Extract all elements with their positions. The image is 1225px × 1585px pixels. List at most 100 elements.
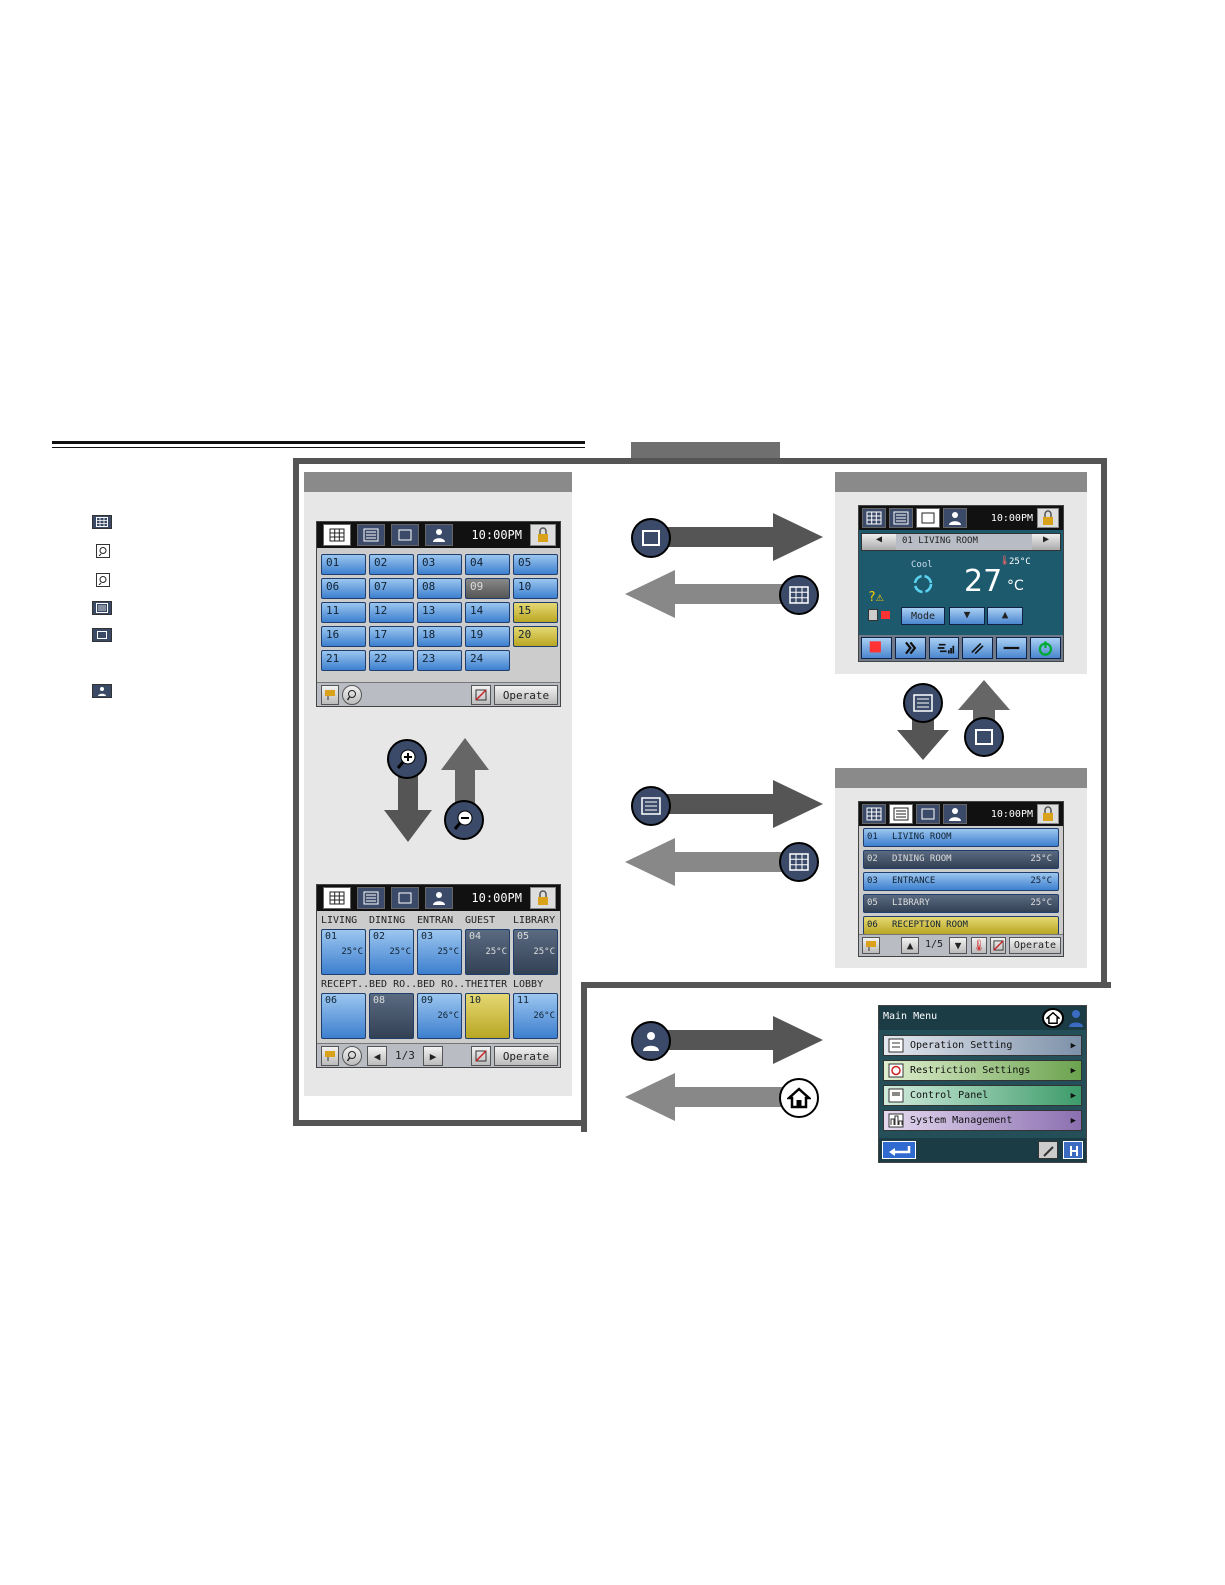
grid-view-tab[interactable] (323, 887, 351, 909)
ventilation-button[interactable] (996, 637, 1028, 659)
menu-tab[interactable] (425, 524, 453, 546)
unit-cell[interactable]: 19 (465, 626, 510, 647)
menu-item-operation-setting[interactable]: Operation Setting ▶ (883, 1035, 1082, 1056)
list-view-icon[interactable] (631, 786, 671, 826)
list-view-tab[interactable] (357, 887, 385, 909)
list-view-tab[interactable] (357, 524, 385, 546)
unit-cell[interactable]: 13 (417, 602, 462, 623)
grid-view-icon[interactable] (779, 575, 819, 615)
filter-button[interactable]: 🌡 (971, 937, 987, 954)
unit-cell[interactable]: 07 (369, 578, 414, 599)
grid-view-tab[interactable] (862, 804, 886, 824)
maintenance-button[interactable] (1038, 1141, 1058, 1159)
select-button[interactable] (862, 937, 880, 954)
menu-tab[interactable] (943, 508, 967, 528)
back-button[interactable] (882, 1141, 916, 1159)
home-icon[interactable] (779, 1078, 819, 1118)
unit-cell[interactable]: 10 (513, 578, 558, 599)
next-room-button[interactable]: ▶ (1032, 534, 1060, 550)
batch-button[interactable] (471, 685, 491, 705)
unit-cell[interactable]: 08 (417, 578, 462, 599)
page-up-button[interactable]: ▲ (901, 937, 919, 954)
home-button[interactable] (1042, 1008, 1064, 1028)
unit-cell[interactable]: 05 (513, 554, 558, 575)
unit-cell[interactable]: 20 (513, 626, 558, 647)
lock-icon[interactable] (1037, 804, 1059, 824)
menu-item-control-panel[interactable]: Control Panel ▶ (883, 1085, 1082, 1106)
user-settings-icon[interactable] (1068, 1009, 1084, 1027)
operate-button[interactable]: Operate (494, 1046, 558, 1066)
group-tile[interactable]: 06 (321, 993, 366, 1039)
unit-cell[interactable]: 17 (369, 626, 414, 647)
unit-cell[interactable]: 15 (513, 602, 558, 623)
tools-button[interactable] (1063, 1141, 1083, 1159)
unit-cell[interactable]: 24 (465, 650, 510, 671)
unit-cell[interactable]: 18 (417, 626, 462, 647)
single-view-icon[interactable] (631, 518, 671, 558)
zoom-button[interactable] (342, 685, 362, 705)
grid-view-tab[interactable] (323, 524, 351, 546)
menu-tab[interactable] (425, 887, 453, 909)
grid-view-icon[interactable] (779, 842, 819, 882)
operation-tab[interactable] (861, 637, 892, 659)
unit-cell[interactable]: 03 (417, 554, 462, 575)
zoom-out-icon[interactable] (444, 800, 484, 840)
unit-cell[interactable]: 11 (321, 602, 366, 623)
unit-cell[interactable]: 04 (465, 554, 510, 575)
menu-item-restriction-settings[interactable]: Restriction Settings ▶ (883, 1060, 1082, 1081)
single-view-tab[interactable] (391, 524, 419, 546)
zoom-in-icon[interactable] (387, 739, 427, 779)
group-tile[interactable]: 10 (465, 993, 510, 1039)
page-prev-button[interactable]: ◀ (367, 1046, 387, 1066)
page-down-button[interactable]: ▼ (949, 937, 967, 954)
unit-cell[interactable]: 16 (321, 626, 366, 647)
menu-item-system-management[interactable]: System Management ▶ (883, 1110, 1082, 1131)
select-button[interactable] (321, 685, 339, 705)
lock-icon[interactable] (1037, 508, 1059, 528)
batch-button[interactable] (990, 937, 1006, 954)
menu-icon[interactable] (631, 1021, 671, 1061)
list-view-tab[interactable] (889, 804, 913, 824)
single-view-tab[interactable] (916, 804, 940, 824)
select-button[interactable] (321, 1046, 339, 1066)
zoom-button[interactable] (342, 1046, 362, 1066)
unit-cell[interactable]: 02 (369, 554, 414, 575)
single-view-icon[interactable] (964, 717, 1004, 757)
mode-button[interactable]: Mode (901, 607, 945, 625)
unit-cell[interactable]: 22 (369, 650, 414, 671)
unit-cell[interactable]: 06 (321, 578, 366, 599)
single-view-tab[interactable] (916, 508, 940, 528)
list-view-tab[interactable] (889, 508, 913, 528)
temp-up-button[interactable]: ▲ (987, 607, 1023, 625)
operate-button[interactable]: Operate (1009, 937, 1061, 954)
unit-cell[interactable]: 09 (465, 578, 510, 599)
power-button[interactable] (1030, 637, 1061, 659)
louver-button[interactable] (894, 637, 926, 659)
grid-view-tab[interactable] (862, 508, 886, 528)
operate-button[interactable]: Operate (494, 685, 558, 705)
single-view-tab[interactable] (391, 887, 419, 909)
temp-down-button[interactable]: ▼ (949, 607, 985, 625)
menu-tab[interactable] (943, 804, 967, 824)
list-view-icon[interactable] (903, 683, 943, 723)
unit-cell[interactable]: 14 (465, 602, 510, 623)
lock-icon[interactable] (530, 887, 556, 909)
group-tile[interactable]: 08 (369, 993, 414, 1039)
unit-cell[interactable]: 23 (417, 650, 462, 671)
unit-cell[interactable]: 01 (321, 554, 366, 575)
page-next-button[interactable]: ▶ (423, 1046, 443, 1066)
swing-button[interactable] (962, 637, 994, 659)
unit-cell[interactable]: 21 (321, 650, 366, 671)
unit-cell[interactable]: 12 (369, 602, 414, 623)
